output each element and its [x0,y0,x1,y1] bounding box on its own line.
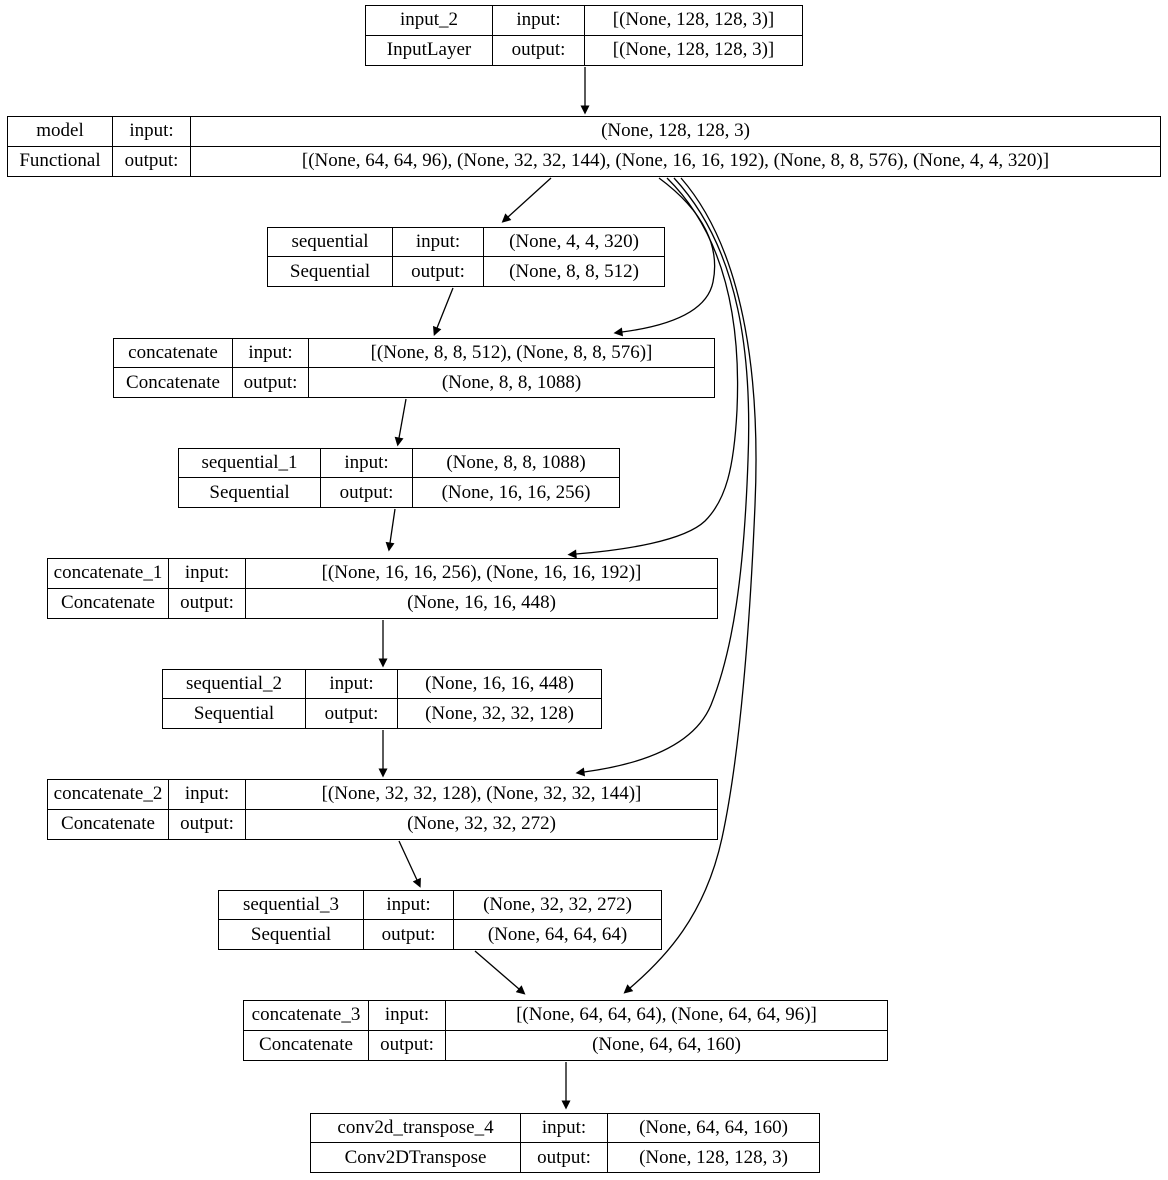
input-shape: (None, 64, 64, 160) [608,1114,819,1143]
layer-name: sequential [268,228,393,257]
input-shape: [(None, 8, 8, 512), (None, 8, 8, 576)] [309,339,714,368]
output-label: output: [493,35,585,65]
output-label: output: [521,1143,608,1172]
output-label: output: [113,146,191,176]
output-shape: (None, 16, 16, 256) [441,481,591,503]
layer-type: Sequential [219,920,364,949]
input-shape: (None, 4, 4, 320) [484,228,664,257]
input-label: input: [393,228,484,257]
input-label: input: [521,1114,608,1143]
edge-sequential_1-to-concatenate_1 [385,508,396,552]
edge-concatenate-to-sequential_1 [394,398,407,447]
layer-type: Concatenate [48,588,169,618]
output-label: output: [169,809,246,839]
output-shape: (None, 32, 32, 128) [425,702,574,724]
layer-name: model [8,117,113,147]
input-label: input: [113,117,191,147]
input-label: input: [169,559,246,589]
node-concatenate_3: concatenate_3 input: [(None, 64, 64, 64)… [243,1000,888,1061]
input-label: input: [321,449,413,478]
layer-type: Conv2DTranspose [311,1143,521,1172]
input-shape: [(None, 32, 32, 128), (None, 32, 32, 144… [246,780,717,810]
layer-type: Functional [8,146,113,176]
input-shape: (None, 8, 8, 1088) [413,449,619,478]
output-shape: (None, 8, 8, 1088) [441,371,582,393]
layer-type: Concatenate [244,1030,369,1060]
layer-name: concatenate_1 [48,559,169,589]
layer-name: sequential_3 [219,891,364,920]
input-label: input: [169,780,246,810]
layer-name: input_2 [366,6,493,36]
input-label: input: [493,6,585,36]
output-label: output: [233,368,309,397]
output-shape: (None, 64, 64, 160) [592,1034,741,1056]
input-shape: [(None, 64, 64, 64), (None, 64, 64, 96)] [446,1001,887,1031]
edge-sequential-to-concatenate [432,287,454,336]
node-conv2d_transpose_4: conv2d_transpose_4 input: (None, 64, 64,… [310,1113,820,1173]
node-sequential_1: sequential_1 input: (None, 8, 8, 1088) S… [178,448,620,508]
output-label: output: [364,920,454,949]
node-sequential: sequential input: (None, 4, 4, 320) Sequ… [267,227,665,287]
output-label: output: [306,699,398,728]
input-shape: [(None, 128, 128, 3)] [585,6,802,36]
output-label: output: [321,478,413,507]
layer-name: concatenate [114,339,233,368]
layer-name: concatenate_2 [48,780,169,810]
input-shape: (None, 32, 32, 272) [454,891,661,920]
output-shape: [(None, 128, 128, 3)] [612,39,775,61]
output-label: output: [169,588,246,618]
edge-concatenate_2-to-sequential_3 [398,840,421,888]
layer-type: InputLayer [366,35,493,65]
output-shape: (None, 64, 64, 64) [487,923,628,945]
output-shape: (None, 16, 16, 448) [407,592,556,614]
layer-name: conv2d_transpose_4 [311,1114,521,1143]
output-label: output: [393,257,484,286]
layer-name: sequential_2 [163,670,306,699]
layer-type: Concatenate [48,809,169,839]
layer-name: concatenate_3 [244,1001,369,1031]
output-shape: [(None, 64, 64, 96), (None, 32, 32, 144)… [301,150,1050,172]
output-shape: (None, 128, 128, 3) [639,1146,788,1168]
node-sequential_3: sequential_3 input: (None, 32, 32, 272) … [218,890,662,950]
input-shape: [(None, 16, 16, 256), (None, 16, 16, 192… [246,559,717,589]
input-shape: (None, 128, 128, 3) [191,117,1160,147]
node-concatenate: concatenate input: [(None, 8, 8, 512), (… [113,338,715,398]
input-label: input: [364,891,454,920]
node-input_2: input_2 input: [(None, 128, 128, 3)] Inp… [365,5,803,66]
input-label: input: [233,339,309,368]
layer-type: Sequential [179,478,321,507]
output-label: output: [369,1030,446,1060]
layer-type: Concatenate [114,368,233,397]
input-label: input: [306,670,398,699]
node-concatenate_1: concatenate_1 input: [(None, 16, 16, 256… [47,558,718,619]
layer-type: Sequential [163,699,306,728]
input-shape: (None, 16, 16, 448) [398,670,601,699]
layer-type: Sequential [268,257,393,286]
input-label: input: [369,1001,446,1031]
layer-name: sequential_1 [179,449,321,478]
edge-sequential_3-to-concatenate_3 [474,950,526,995]
output-shape: (None, 8, 8, 512) [509,260,639,282]
node-concatenate_2: concatenate_2 input: [(None, 32, 32, 128… [47,779,718,840]
output-shape: (None, 32, 32, 272) [407,813,556,835]
node-sequential_2: sequential_2 input: (None, 16, 16, 448) … [162,669,602,729]
node-model: model input: (None, 128, 128, 3) Functio… [7,116,1161,177]
edge-model-to-sequential [501,177,552,223]
